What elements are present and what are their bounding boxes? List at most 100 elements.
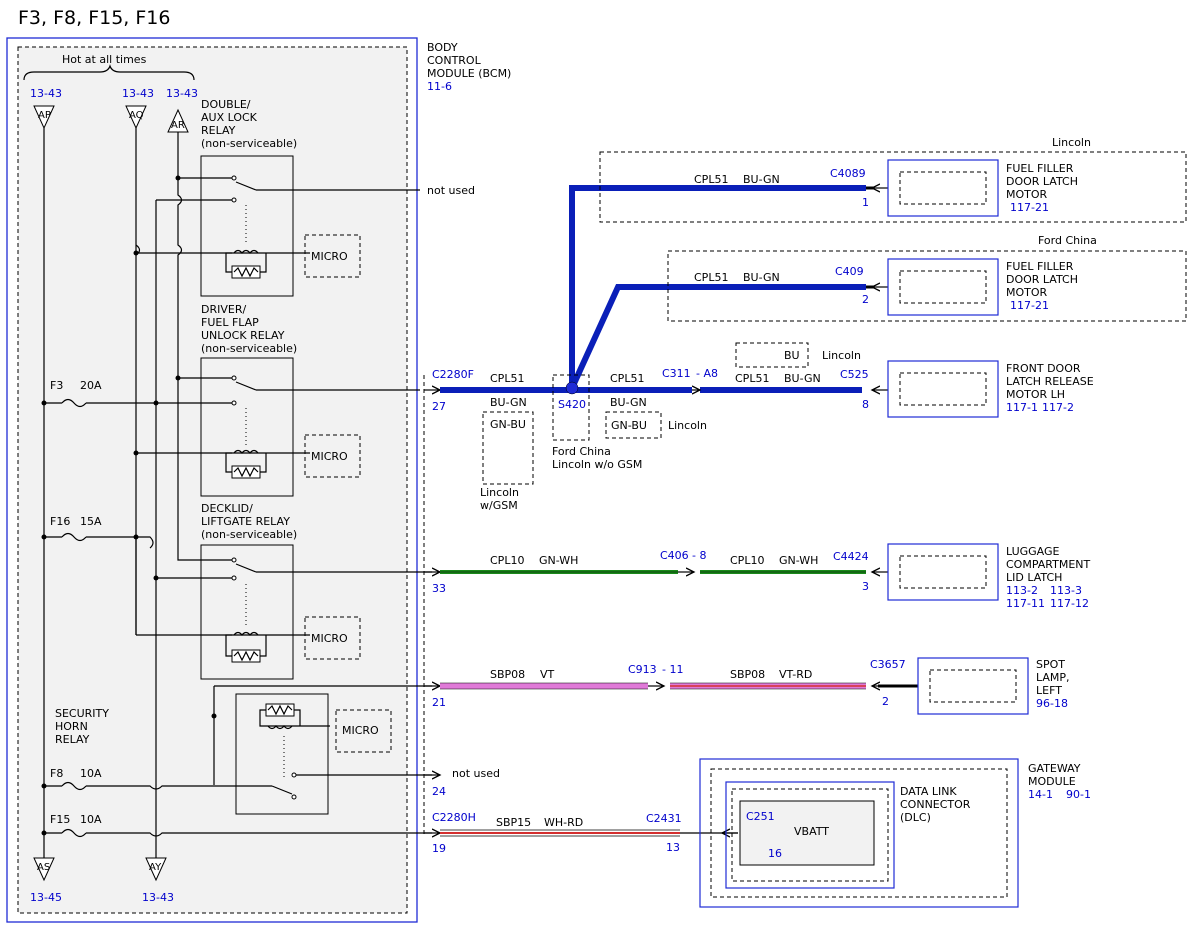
spot-lamp-name-1: SPOT [1036,658,1065,671]
dlc-vbatt: VBATT [794,825,829,838]
connector-c4424: C4424 [833,550,869,563]
splice-s420: S420 [558,398,586,411]
connector-c311: C311 [662,367,691,380]
luggage-ref-2: 113-3 [1050,584,1082,597]
connector-c3657-pin: 2 [882,695,889,708]
relay-driver-label-4: (non-serviceable) [201,342,297,355]
wire-cpl51 [424,188,888,394]
lincoln-note-1: Lincoln [668,419,707,432]
bcm-inner-box [17,46,408,914]
lincoln-note-2: Lincoln [822,349,861,362]
relay-horn-micro: MICRO [342,724,379,737]
terminal-aq-label: AQ [129,110,144,121]
terminal-ap-icon [33,105,55,130]
relay-driver-box [200,357,294,497]
connector-c3657: C3657 [870,658,906,671]
bcm-name-1: BODY [427,41,458,54]
dlc-dash-box [731,788,889,882]
fuel-filler-1-name-1: FUEL FILLER [1006,162,1074,175]
relay-double-label-2: AUX LOCK [201,111,258,124]
relay-double-micro: MICRO [311,250,348,263]
relay-decklid-label-3: (non-serviceable) [201,528,297,541]
pin-19: 19 [432,842,446,855]
ford-china-group-label: Ford China [1038,234,1097,247]
pin-24: 24 [432,785,446,798]
bcm-ref: 11-6 [427,80,452,93]
relay-double-label-3: RELAY [201,124,236,137]
terminal-as-label: AS [37,862,50,873]
not-used-1: not used [427,184,475,197]
wire-cpl51-label-3: CPL51 [735,372,769,385]
luggage-name-2: COMPARTMENT [1006,558,1091,571]
spot-lamp-name-3: LEFT [1036,684,1062,697]
fuel-filler-2-name-1: FUEL FILLER [1006,260,1074,273]
pin-21: 21 [432,696,446,709]
wire-sbp15-label: SBP15 [496,816,531,829]
fuel-filler-1-inner [899,171,987,205]
wire-gnwh-label-1: GN-WH [539,554,578,567]
connector-c409-pin: 2 [862,293,869,306]
terminal-ap-ref: 13-43 [30,87,62,100]
terminal-aq-ref: 13-43 [122,87,154,100]
terminal-ar-ref: 13-43 [166,87,198,100]
luggage-box [887,543,999,601]
lincoln-gsm-box [482,411,534,485]
relay-double-label-1: DOUBLE/ [201,98,251,111]
wire-vtrd-label: VT-RD [779,668,812,681]
front-door-box [887,360,999,418]
splice-note-2: Lincoln w/o GSM [552,458,642,471]
connector-c2431-pin: 13 [666,841,680,854]
hot-at-all-times-label: Hot at all times [62,53,147,66]
pin-27: 27 [432,400,446,413]
connector-c406-pin: - 8 [692,549,706,562]
lincoln-gsm-note-1: Lincoln [480,486,519,499]
relay-driver-contacts [225,375,420,479]
terminal-aq-icon [125,105,147,130]
fuel-filler-2-inner [899,270,987,304]
wire-bugn-label-5: BU-GN [743,271,780,284]
fuel-filler-1-ref: 117-21 [1010,201,1049,214]
terminal-ar-label: AR [171,120,185,131]
wire-gnbu-label-2: GN-BU [611,419,647,432]
fuse-f16-name: F16 [50,515,70,528]
spot-lamp-box [917,657,1029,715]
relay-horn-label-1: SECURITY [55,707,109,720]
lincoln-group-label: Lincoln [1052,136,1091,149]
spot-lamp-inner [929,669,1017,703]
relay-driver-label-1: DRIVER/ [201,303,246,316]
relay-decklid-box [200,544,294,680]
pin-33: 33 [432,582,446,595]
luggage-ref-1: 113-2 [1006,584,1038,597]
splice-box [552,374,590,441]
luggage-name-1: LUGGAGE [1006,545,1060,558]
spot-lamp-name-2: LAMP, [1036,671,1070,684]
terminal-ap-label: AP [38,110,51,121]
fuse-f15-rating: 10A [80,813,102,826]
connector-c525-pin: 8 [862,398,869,411]
relay-double-label-4: (non-serviceable) [201,137,297,150]
wire-cpl51-label-1: CPL51 [490,372,524,385]
wire-bugn-label-3: BU-GN [784,372,821,385]
connector-c4089-pin: 1 [862,196,869,209]
wire-vt-label: VT [540,668,555,681]
connector-c4089: C4089 [830,167,866,180]
connector-c409: C409 [835,265,864,278]
connector-c311-pin: - A8 [696,367,718,380]
fuse-f15-name: F15 [50,813,70,826]
spot-lamp-ref: 96-18 [1036,697,1068,710]
relay-driver-label-2: FUEL FLAP [201,316,259,329]
fuel-filler-2-box [887,258,999,316]
fuel-filler-1-name-2: DOOR LATCH [1006,175,1078,188]
fuel-filler-2-name-2: DOOR LATCH [1006,273,1078,286]
luggage-ref-3: 117-11 [1006,597,1045,610]
relay-horn-box [235,693,329,815]
fuse-f3-rating: 20A [80,379,102,392]
fuse-f16-rating: 15A [80,515,102,528]
page-title: F3, F8, F15, F16 [18,7,170,29]
lincoln-gsm-note-2: w/GSM [480,499,518,512]
connector-c2280f: C2280F [432,368,474,381]
fuse-f8-rating: 10A [80,767,102,780]
terminal-ay-label: AY [149,862,162,873]
not-used-2: not used [452,767,500,780]
